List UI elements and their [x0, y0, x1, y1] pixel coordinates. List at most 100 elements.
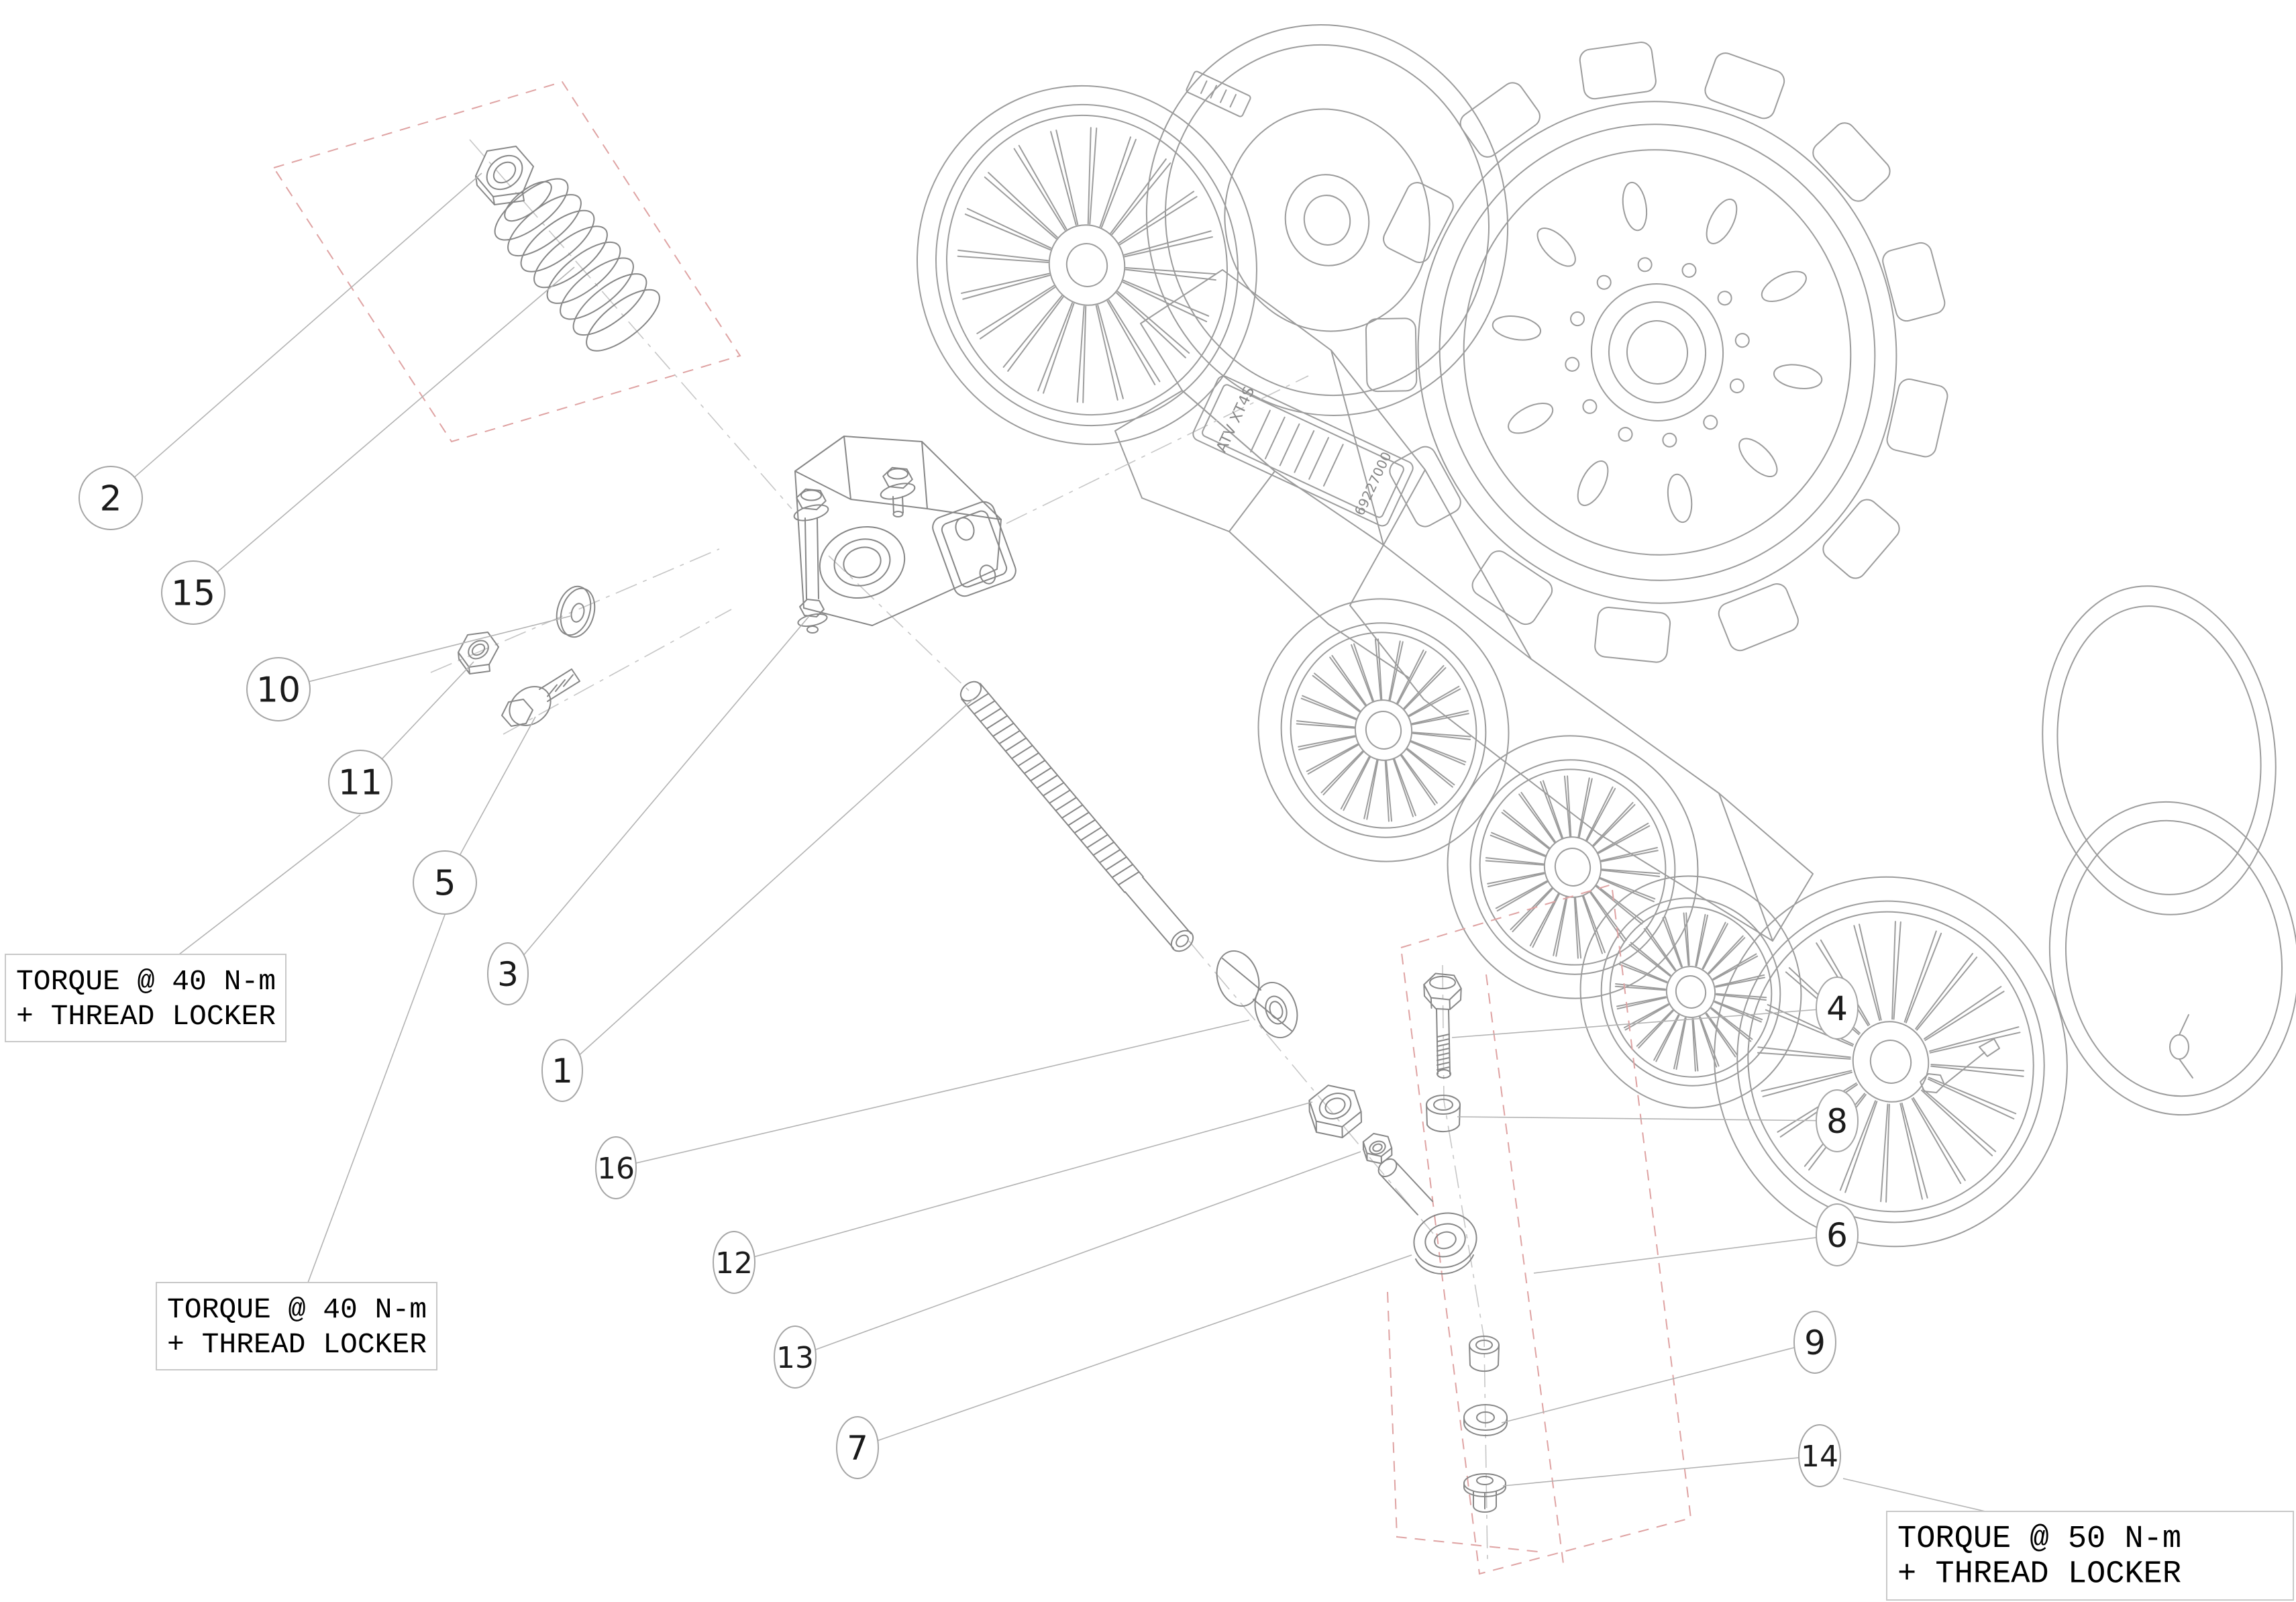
callout-number-2: 2: [99, 479, 121, 519]
torque-note-lower-left-leader: [307, 914, 446, 1283]
callout-circle-3[interactable]: [487, 942, 529, 1005]
centerline: [1442, 964, 1488, 1564]
rear-idler-ring-upper: [2042, 585, 2277, 915]
leader-lines: [134, 172, 1817, 1487]
callout-circle-16[interactable]: [595, 1136, 637, 1199]
torque-note-bottom-right-line-2: + THREAD LOCKER: [1897, 1557, 2181, 1593]
part-bushing-8: [1426, 1095, 1461, 1133]
exploded-parts-drawing: [458, 146, 1508, 1513]
part-threaded-rod-1: [959, 681, 1194, 952]
callout-number-15: 15: [171, 574, 215, 614]
label-plate-textlines: [1250, 409, 1344, 487]
road-wheel-1: [1257, 598, 1510, 862]
hub-bolt-detail: [1920, 1014, 2193, 1093]
front-idler-wheel: [917, 85, 1257, 446]
callout-number-12: 12: [715, 1246, 753, 1281]
part-locknut-11: [458, 632, 499, 674]
callout-circle-7[interactable]: [836, 1416, 879, 1479]
part-rod-end-7: [1377, 1158, 1477, 1274]
leader-line-9: [1501, 1347, 1795, 1423]
detail-boundary-lower: [1387, 1291, 1538, 1552]
leader-line-14: [1502, 1457, 1799, 1487]
callout-circle-1[interactable]: [541, 1039, 583, 1102]
callout-1[interactable]: 1: [541, 1039, 583, 1102]
torque-note-bottom-right-box: [1886, 1511, 2294, 1601]
torque-note-upper-left: TORQUE @ 40 N-m+ THREAD LOCKER: [5, 814, 361, 1042]
part-jam-nut-13: [1362, 1133, 1393, 1164]
rear-spoked-wheel: [1714, 876, 2068, 1248]
callout-number-6: 6: [1826, 1216, 1848, 1255]
callout-13[interactable]: 13: [774, 1325, 817, 1389]
part-spring-15: [494, 178, 660, 352]
callout-number-5: 5: [433, 864, 456, 904]
part-hex-nut-12: [1308, 1085, 1362, 1138]
callout-circle-4[interactable]: [1816, 977, 1859, 1040]
frame-beam: [1114, 390, 1275, 532]
callout-number-7: 7: [847, 1429, 868, 1468]
leader-line-1: [579, 699, 974, 1056]
callout-7[interactable]: 7: [836, 1416, 879, 1479]
small-tag-textlines: [1200, 80, 1237, 108]
callout-number-1: 1: [552, 1052, 573, 1091]
callout-number-14: 14: [1801, 1440, 1838, 1474]
callout-circle-11[interactable]: [328, 750, 393, 814]
part-flange-bolt-5: [501, 668, 580, 727]
centerline: [430, 548, 720, 673]
part-hex-nut-2: [475, 146, 534, 205]
callout-14[interactable]: 14: [1798, 1424, 1841, 1487]
small-tag: [1186, 70, 1251, 117]
callout-4[interactable]: 4: [1816, 977, 1859, 1040]
callout-11[interactable]: 11: [328, 750, 393, 814]
callout-5[interactable]: 5: [413, 850, 477, 915]
callout-circle-10[interactable]: [246, 657, 311, 721]
leader-line-8: [1457, 1116, 1817, 1121]
callout-circle-6[interactable]: [1816, 1203, 1859, 1266]
torque-note-bottom-right: TORQUE @ 50 N-m+ THREAD LOCKER: [1842, 1478, 2294, 1601]
part-spacer-9a: [1469, 1336, 1500, 1372]
callout-6[interactable]: 6: [1816, 1203, 1859, 1266]
leader-line-16: [635, 1019, 1250, 1164]
centerline: [503, 609, 732, 735]
track-assembly-drawing: [917, 23, 2296, 1248]
torque-note-upper-left-line-1: TORQUE @ 40 N-m: [16, 965, 276, 998]
callout-16[interactable]: 16: [595, 1136, 637, 1199]
rear-idler-ring-lower: [2048, 801, 2296, 1116]
callout-10[interactable]: 10: [246, 657, 311, 721]
leader-line-11: [381, 661, 474, 760]
torque-note-bottom-right-leader: [1842, 1478, 1986, 1512]
callout-15[interactable]: 15: [161, 560, 225, 625]
leader-line-3: [523, 615, 810, 956]
callout-number-3: 3: [497, 955, 519, 994]
torque-note-upper-left-box: [5, 954, 286, 1042]
callout-circle-8[interactable]: [1816, 1089, 1859, 1152]
torque-note-upper-left-leader: [178, 814, 361, 955]
leader-line-12: [754, 1101, 1313, 1258]
torque-note-lower-left: TORQUE @ 40 N-m+ THREAD LOCKER: [156, 914, 446, 1370]
label-plate-inner: [1202, 384, 1404, 518]
detail-boundary-anchor: [1400, 883, 1692, 1575]
callout-circle-14[interactable]: [1798, 1424, 1841, 1487]
callout-circle-15[interactable]: [161, 560, 225, 625]
callout-number-13: 13: [776, 1341, 814, 1375]
callout-balloons: 2 15 10 11 5 3 1 16 12 13 7 4 8 6 9 14: [79, 466, 1859, 1487]
callout-3[interactable]: 3: [487, 942, 529, 1005]
small-tag-outline: [1186, 70, 1251, 117]
leader-line-4: [1451, 1009, 1817, 1038]
leader-line-13: [815, 1151, 1361, 1350]
callout-circle-13[interactable]: [774, 1325, 817, 1389]
construction-lines: [272, 81, 1692, 1575]
callout-circle-5[interactable]: [413, 850, 477, 915]
disc-wheel: [1145, 23, 1509, 417]
callout-9[interactable]: 9: [1793, 1311, 1836, 1374]
callout-circle-2[interactable]: [79, 466, 143, 530]
callout-number-16: 16: [597, 1152, 635, 1186]
callout-12[interactable]: 12: [713, 1231, 755, 1294]
centerline: [828, 555, 970, 692]
callout-circle-12[interactable]: [713, 1231, 755, 1294]
callout-2[interactable]: 2: [79, 466, 143, 530]
callout-circle-9[interactable]: [1793, 1311, 1836, 1374]
callout-number-4: 4: [1826, 989, 1848, 1028]
centerline: [1006, 375, 1309, 524]
callout-8[interactable]: 8: [1816, 1089, 1859, 1152]
